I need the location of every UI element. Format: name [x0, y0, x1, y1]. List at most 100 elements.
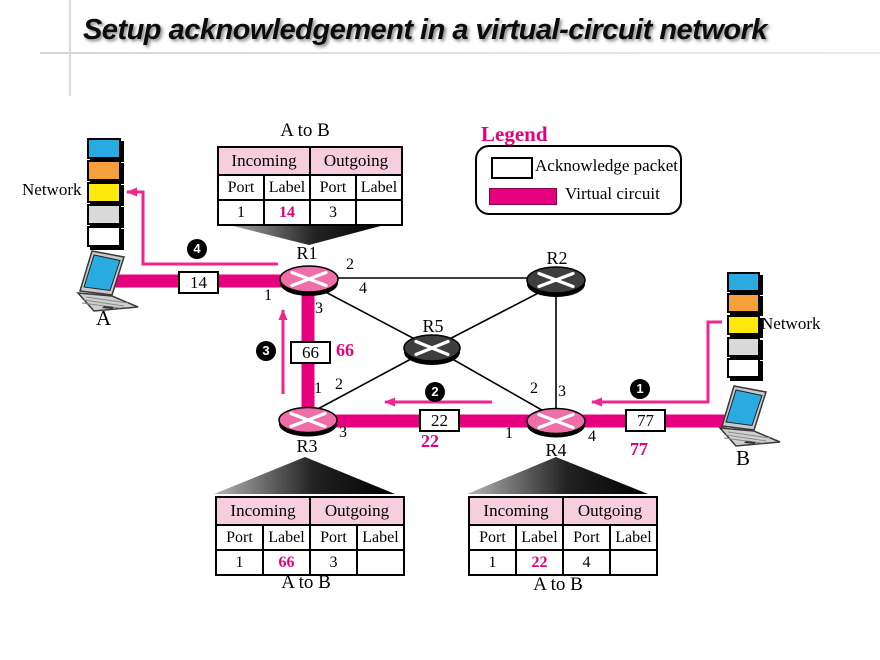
router-icons	[278, 265, 586, 438]
r3-col-label-out: Label	[356, 524, 405, 551]
host-b-label: B	[736, 446, 751, 470]
right-stack-layer-physical	[727, 358, 760, 378]
vc-label-r1-r3: 66	[336, 340, 354, 360]
r1-col-label-in: Label	[263, 174, 311, 201]
router-r2-icon	[526, 266, 586, 297]
r3-outgoing-header: Outgoing	[309, 496, 405, 526]
r3-col-port-out: Port	[309, 524, 358, 551]
label-box-r1-r3: 66	[290, 341, 331, 364]
right-stack-layer-datalink	[727, 337, 760, 357]
label-box-a-r1: 14	[178, 271, 219, 294]
router-r1-icon	[279, 265, 339, 296]
r4-col-port-out: Port	[562, 524, 611, 551]
port-r4-right: 4	[588, 428, 596, 445]
right-stack-layer-transport	[727, 293, 760, 313]
left-stack-layer-physical	[87, 226, 121, 247]
port-r1-left: 1	[264, 287, 272, 304]
port-r1-bottom: 3	[315, 300, 323, 317]
r4-val-label-in: 22	[515, 549, 564, 576]
left-stack-layer-network	[87, 182, 121, 203]
decorative-vertical-line	[69, 0, 71, 96]
r3-val-label-in: 66	[262, 549, 311, 576]
r4-val-port-in: 1	[468, 549, 517, 576]
r4-val-port-out: 4	[562, 549, 611, 576]
r4-val-label-out	[609, 549, 658, 576]
router-r4-label: R4	[545, 440, 567, 460]
label-box-r3-r4: 22	[419, 409, 460, 432]
r4-routing-table: Incoming Outgoing Port Label Port Label …	[468, 496, 658, 576]
ack-arrow-step1	[591, 320, 722, 407]
r3-val-label-out	[356, 549, 405, 576]
ack-arrow-step4	[126, 187, 278, 266]
port-r3-top: 1	[314, 380, 322, 397]
router-r5-icon	[403, 334, 461, 365]
step-3-badge: 3	[256, 341, 276, 361]
link-r1-r5	[315, 286, 429, 347]
r1-col-port-in: Port	[217, 174, 265, 201]
step-2-badge: 2	[425, 382, 445, 402]
legend-title: Legend	[481, 122, 548, 146]
laptop-b-icon	[719, 385, 781, 447]
r1-table-title: A to B	[280, 120, 330, 141]
r1-val-label-in: 14	[263, 199, 311, 226]
virtual-circuit-swatch	[489, 188, 557, 205]
r1-val-port-in: 1	[217, 199, 265, 226]
r4-col-label-out: Label	[609, 524, 658, 551]
page-title: Setup acknowledgement in a virtual-circu…	[82, 14, 768, 46]
port-r4-diag: 2	[530, 380, 538, 397]
label-box-r4-b: 77	[625, 409, 666, 432]
router-r5-label: R5	[422, 316, 444, 336]
left-stack-layer-datalink	[87, 204, 121, 225]
left-network-label: Network	[22, 180, 82, 199]
r4-outgoing-header: Outgoing	[562, 496, 658, 526]
r3-routing-table: Incoming Outgoing Port Label Port Label …	[215, 496, 405, 576]
vc-label-r4-b: 77	[630, 439, 648, 459]
step-1-badge: 1	[630, 379, 650, 399]
host-a-label: A	[96, 306, 112, 330]
left-stack-layer-application	[87, 138, 121, 159]
port-r4-top: 3	[558, 383, 566, 400]
router-r3-label: R3	[296, 436, 318, 456]
r3-incoming-header: Incoming	[215, 496, 311, 526]
r1-val-port-out: 3	[309, 199, 357, 226]
step-4-badge: 4	[187, 239, 207, 259]
r4-table-title: A to B	[533, 574, 583, 595]
port-r3-diag: 2	[335, 376, 343, 393]
vc-label-r3-r4: 22	[421, 431, 439, 451]
r1-col-label-out: Label	[355, 174, 403, 201]
right-network-label: Network	[761, 314, 821, 333]
acknowledge-packet-swatch	[491, 157, 533, 179]
r1-outgoing-header: Outgoing	[309, 146, 403, 176]
router-r1-label: R1	[296, 243, 318, 263]
port-r1-top: 2	[346, 256, 354, 273]
decorative-horizontal-line	[40, 52, 880, 54]
r1-col-port-out: Port	[309, 174, 357, 201]
r3-col-label-in: Label	[262, 524, 311, 551]
r1-incoming-header: Incoming	[217, 146, 311, 176]
pointer-from-r3	[214, 457, 395, 494]
r3-col-port-in: Port	[215, 524, 264, 551]
r4-incoming-header: Incoming	[468, 496, 564, 526]
right-stack-layer-network	[727, 315, 760, 335]
r1-routing-table: Incoming Outgoing Port Label Port Label …	[217, 146, 403, 226]
port-r1-mid: 4	[359, 280, 367, 297]
router-r4-icon	[526, 407, 586, 438]
table-pointers	[214, 223, 648, 494]
r1-val-label-out	[355, 199, 403, 226]
link-lines	[309, 277, 557, 414]
link-r2-r5	[435, 287, 549, 347]
r4-col-port-in: Port	[468, 524, 517, 551]
port-r3-right: 3	[339, 424, 347, 441]
legend-ack-label: Acknowledge packet	[535, 156, 679, 175]
r4-col-label-in: Label	[515, 524, 564, 551]
link-r3-r5	[313, 351, 425, 412]
r3-val-port-out: 3	[309, 549, 358, 576]
port-r4-left: 1	[505, 425, 513, 442]
r3-val-port-in: 1	[215, 549, 264, 576]
pointer-from-r4	[467, 457, 648, 494]
router-r2-label: R2	[546, 248, 568, 268]
right-stack-layer-application	[727, 272, 760, 292]
ack-arrows	[126, 187, 722, 407]
router-r3-icon	[278, 406, 338, 437]
